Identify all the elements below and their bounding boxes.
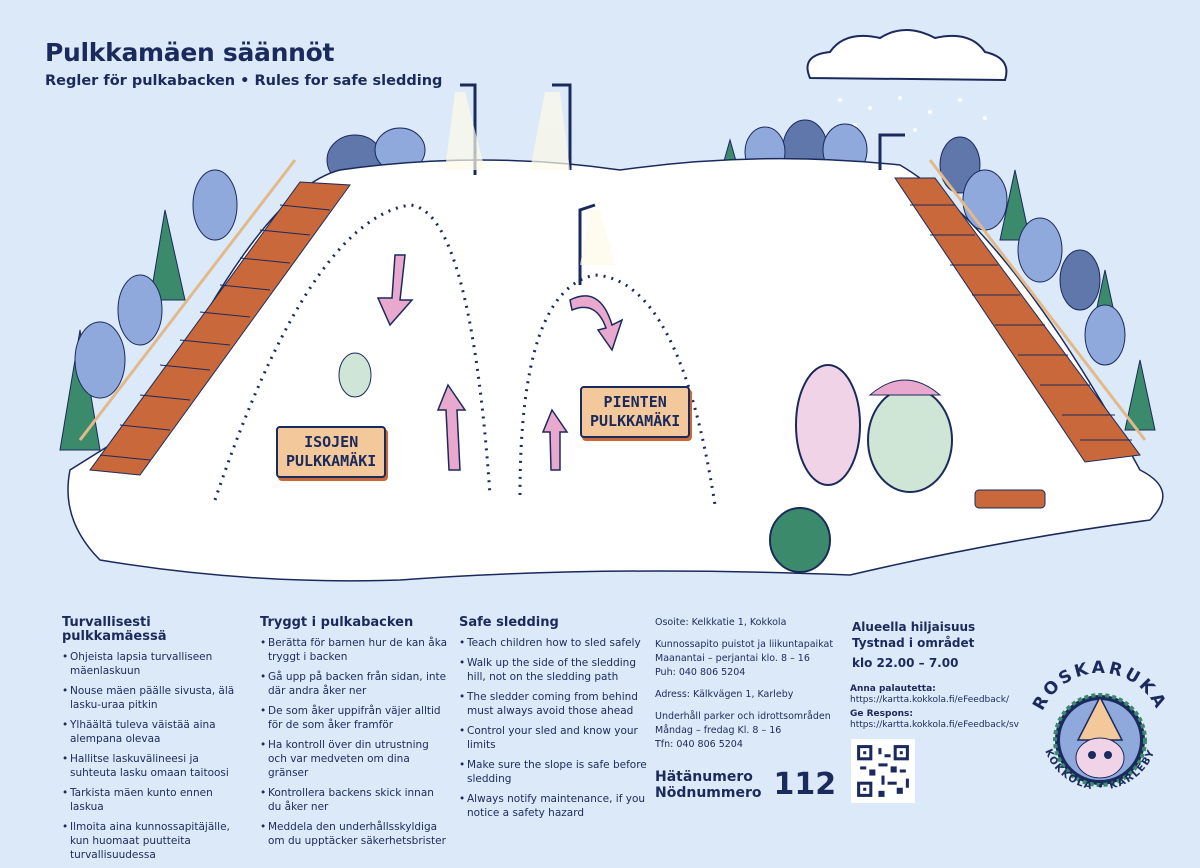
sign-line: PULKKAMÄKI (590, 412, 681, 430)
rule-item: Nouse mäen päälle sivusta, älä lasku-ura… (62, 684, 247, 712)
maintenance-line: Måndag – fredag Kl. 8 – 16 (655, 725, 782, 736)
quiet-hours-time: klo 22.00 – 7.00 (852, 656, 959, 670)
rule-item: Ha kontroll över din utrustning och var … (260, 738, 450, 780)
feedback-sv: Ge Respons: https://kartta.kokkola.fi/eF… (850, 709, 1019, 731)
maintenance-fi: Kunnossapito puistot ja liikuntapaikat M… (655, 638, 840, 680)
feedback-label: Anna palautetta: (850, 684, 936, 694)
contact-info: Osoite: Kelkkatie 1, Kokkola Kunnossapit… (655, 616, 840, 760)
emergency-label-sv: Nödnummero (655, 784, 762, 801)
street-lamps (460, 83, 905, 285)
feedback-link[interactable]: https://kartta.kokkola.fi/eFeedback/sv (850, 720, 1019, 730)
slope-boundaries (213, 203, 717, 506)
snow-cloud-icon (806, 29, 1008, 132)
maintenance-line: Underhåll parker och idrottsområden (655, 711, 831, 722)
feedback-link[interactable]: https://kartta.kokkola.fi/eFeedback/ (850, 695, 1009, 705)
trash-bag-icon (769, 507, 831, 573)
maintenance-line: Puh: 040 806 5204 (655, 667, 746, 678)
rule-item: Control your sled and know your limits (459, 724, 649, 752)
quiet-hours: Alueella hiljaisuus Tystnad i området kl… (852, 619, 975, 671)
lamp-light-beams (445, 92, 615, 265)
stairs-right (894, 159, 1147, 463)
rule-item: Walk up the side of the sledding hill, n… (459, 656, 649, 684)
rule-item: Teach children how to sled safely (459, 636, 649, 650)
rules-heading: Turvallisesti pulkkamäessä (62, 615, 167, 644)
roskaruka-logo: ROSKARUKA KOKKOLA • KARLEBY (1029, 658, 1168, 793)
rule-item: Gå upp på backen från sidan, inte där an… (260, 670, 450, 698)
rule-item: Hallitse laskuvälineesi ja suhteuta lask… (62, 752, 247, 780)
rule-item: Kontrollera backens skick innan du åker … (260, 786, 450, 814)
direction-arrows (376, 254, 624, 471)
maintenance-line: Kunnossapito puistot ja liikuntapaikat (655, 639, 834, 650)
rule-item: Ylhäältä tuleva väistää aina alempana ol… (62, 718, 247, 746)
emergency-label-fi: Hätänumero (655, 768, 753, 785)
seal-character (795, 364, 861, 486)
trees-left (59, 169, 238, 451)
feedback-label: Ge Respons: (850, 709, 914, 719)
page-title: Pulkkamäen säännöt (45, 38, 335, 67)
arrow-up-icon (436, 383, 467, 471)
rule-item: The sledder coming from behind must alwa… (459, 690, 649, 718)
rule-item: Ohjeista lapsia turvalliseen mäenlaskuun (62, 650, 247, 678)
rules-heading: Safe sledding (459, 615, 559, 630)
sign-line: ISOJEN (304, 433, 359, 451)
rule-item: Make sure the slope is safe before sledd… (459, 758, 649, 786)
bird-character (867, 387, 953, 493)
sign-line: PULKKAMÄKI (286, 452, 377, 470)
maintenance-line: Tfn: 040 806 5204 (655, 739, 743, 750)
arrow-down-icon (376, 254, 414, 327)
rule-item: Berätta för barnen hur de kan åka tryggt… (260, 636, 450, 664)
rule-item: Ilmoita aina kunnossapitäjälle, kun huom… (62, 820, 247, 862)
arrow-curve-icon (569, 295, 624, 352)
stairs-left (78, 159, 351, 476)
sledder-character (338, 352, 372, 398)
quiet-sv: Tystnad i området (852, 636, 975, 650)
quiet-fi: Alueella hiljaisuus (852, 620, 976, 634)
arrow-up-icon (541, 408, 569, 471)
sign-isojen-pulkkamaki: ISOJEN PULKKAMÄKI (276, 426, 387, 478)
rules-finnish: Turvallisesti pulkkamäessä Ohjeista laps… (62, 616, 247, 868)
emergency-number-value: 112 (773, 767, 837, 802)
feedback-fi: Anna palautetta: https://kartta.kokkola.… (850, 684, 1009, 706)
sign-pienten-pulkkamaki: PIENTEN PULKKAMÄKI (580, 386, 691, 438)
address-fi: Osoite: Kelkkatie 1, Kokkola (655, 617, 787, 628)
rule-item: De som åker uppifrån väjer alltid för de… (260, 704, 450, 732)
rule-item: Always notify maintenance, if you notice… (459, 792, 649, 820)
rules-english: Safe sledding Teach children how to sled… (459, 616, 649, 826)
rules-swedish: Tryggt i pulkabacken Berätta för barnen … (260, 616, 450, 854)
qr-code-icon[interactable] (851, 739, 915, 803)
sign-line: PIENTEN (603, 393, 667, 411)
maintenance-line: Maanantai – perjantai klo. 8 – 16 (655, 653, 810, 664)
sledding-hill-illustration (59, 29, 1164, 582)
maintenance-sv: Underhåll parker och idrottsområden Månd… (655, 710, 840, 752)
rule-item: Tarkista mäen kunto ennen laskua (62, 786, 247, 814)
address-sv: Adress: Kälkvägen 1, Karleby (655, 689, 794, 700)
rule-item: Meddela den underhållsskyldiga om du upp… (260, 820, 450, 848)
sled-icon (974, 489, 1046, 509)
rules-heading: Tryggt i pulkabacken (260, 615, 414, 630)
page-subtitle: Regler för pulkabacken • Rules for safe … (45, 73, 443, 89)
